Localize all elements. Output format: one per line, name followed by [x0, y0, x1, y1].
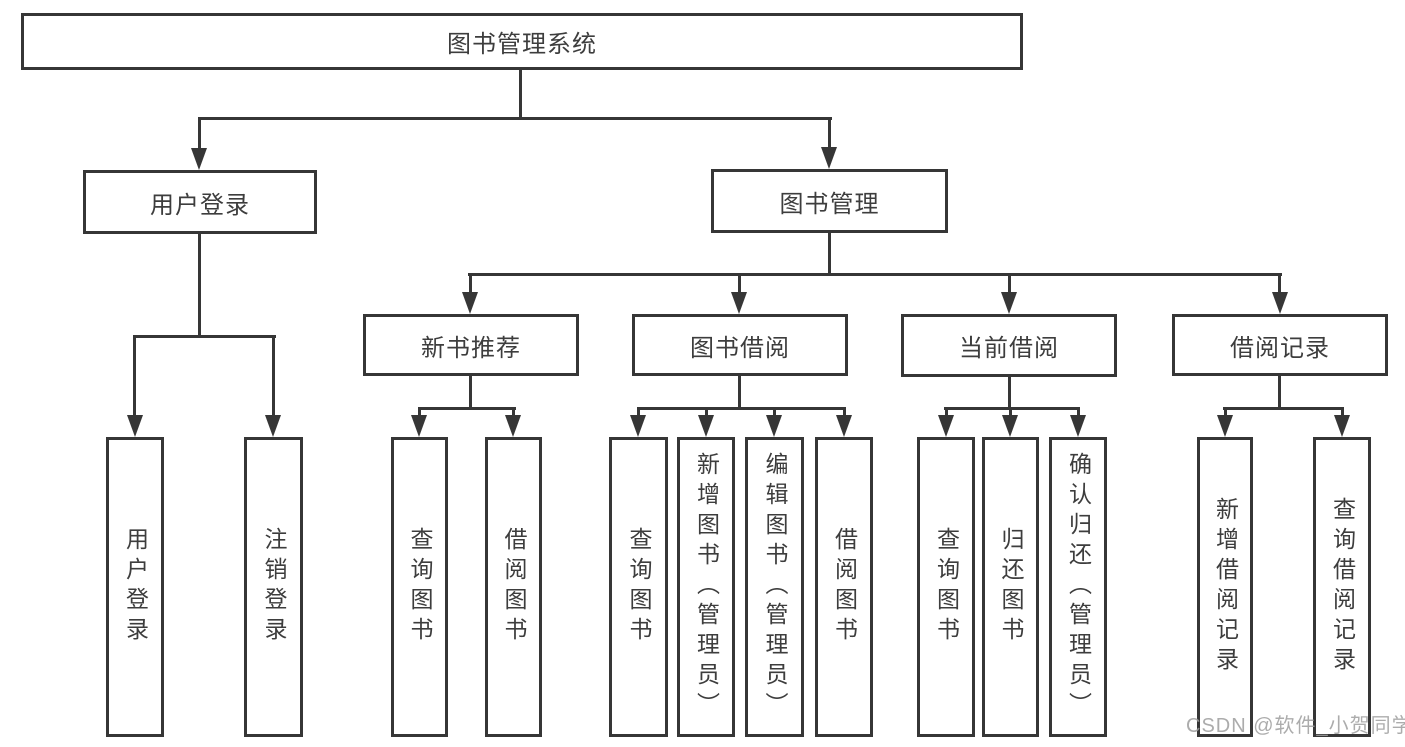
connector-drop-borrow-query	[637, 410, 640, 416]
connector-drop-current-confirm	[1077, 410, 1080, 416]
node-system-root-label: 图书管理系统	[447, 31, 597, 58]
connector-records-bar	[1223, 407, 1344, 410]
leaf-user-login-label: 用户登录	[122, 527, 149, 647]
connector-drop-new-books	[469, 276, 472, 292]
leaf-borrow-query-books-label: 查询图书	[626, 527, 652, 647]
leaf-records-query-borrow-record-label: 查询借阅记录	[1329, 497, 1356, 677]
connector-drop-borrow-add	[705, 410, 708, 416]
arrow-down-newrec-query	[411, 415, 427, 437]
node-book-management: 图书管理	[711, 169, 948, 233]
leaf-records-query-borrow-record: 查询借阅记录	[1313, 437, 1371, 737]
arrow-down-current-query	[938, 415, 954, 437]
connector-drop-current-borrow	[1008, 276, 1011, 292]
node-book-borrow-label: 图书借阅	[690, 334, 790, 362]
leaf-current-return-books-label: 归还图书	[998, 527, 1024, 647]
connector-drop-user-login	[198, 120, 201, 149]
node-book-borrow: 图书借阅	[632, 314, 848, 376]
connector-book-borrow-stem	[738, 376, 741, 407]
node-user-login-label: 用户登录	[150, 191, 250, 219]
connector-drop-records-query	[1341, 410, 1344, 416]
connector-root-stem	[519, 69, 522, 117]
connector-new-books-bar	[418, 407, 516, 410]
leaf-borrow-query-books: 查询图书	[609, 437, 668, 737]
leaf-borrow-borrow-books-label: 借阅图书	[831, 527, 858, 647]
arrow-down-borrow-edit	[766, 415, 782, 437]
leaf-logout-login: 注销登录	[244, 437, 303, 737]
leaf-newrec-query-books: 查询图书	[391, 437, 448, 737]
arrow-down-records-query	[1334, 415, 1350, 437]
leaf-records-add-borrow-record-label: 新增借阅记录	[1212, 497, 1239, 677]
connector-book-mgmt-stem	[828, 233, 831, 273]
arrow-down-borrow-records	[1272, 292, 1288, 314]
connector-records-stem	[1278, 376, 1281, 407]
leaf-current-return-books: 归还图书	[982, 437, 1039, 737]
arrow-down-leaf-logout	[265, 415, 281, 437]
connector-book-mgmt-bar	[468, 273, 1282, 276]
connector-drop-records-add	[1224, 410, 1227, 416]
connector-drop-current-query	[945, 410, 948, 416]
connector-root-bar	[198, 117, 832, 120]
connector-drop-book-borrow	[738, 276, 741, 292]
connector-current-stem	[1008, 377, 1011, 407]
leaf-current-confirm-return-admin: 确认归还（管理员）	[1049, 437, 1107, 737]
leaf-borrow-add-books-admin: 新增图书（管理员）	[677, 437, 735, 737]
node-user-login: 用户登录	[83, 170, 317, 234]
connector-drop-borrow-edit	[773, 410, 776, 416]
connector-user-login-bar	[133, 335, 276, 338]
leaf-current-query-books-label: 查询图书	[933, 527, 960, 647]
arrow-down-newrec-borrow	[505, 415, 521, 437]
leaf-newrec-borrow-books-label: 借阅图书	[501, 527, 527, 647]
connector-book-borrow-bar	[637, 407, 846, 410]
leaf-borrow-edit-books-admin-label: 编辑图书（管理员）	[762, 452, 788, 722]
leaf-logout-login-label: 注销登录	[261, 527, 287, 647]
node-new-book-recommend: 新书推荐	[363, 314, 579, 376]
arrow-down-user-login	[191, 148, 207, 170]
leaf-borrow-add-books-admin-label: 新增图书（管理员）	[693, 452, 720, 722]
leaf-newrec-borrow-books: 借阅图书	[485, 437, 542, 737]
leaf-current-confirm-return-admin-label: 确认归还（管理员）	[1065, 452, 1092, 722]
arrow-down-borrow-add	[698, 415, 714, 437]
leaf-borrow-edit-books-admin: 编辑图书（管理员）	[745, 437, 804, 737]
node-current-borrow: 当前借阅	[901, 314, 1117, 377]
connector-drop-borrow-borrow	[843, 410, 846, 416]
arrow-down-borrow-borrow	[836, 415, 852, 437]
arrow-down-current-return	[1002, 415, 1018, 437]
arrow-down-current-confirm	[1070, 415, 1086, 437]
leaf-user-login: 用户登录	[106, 437, 164, 737]
node-new-book-recommend-label: 新书推荐	[421, 334, 521, 362]
leaf-records-add-borrow-record: 新增借阅记录	[1197, 437, 1253, 737]
arrow-down-borrow-query	[630, 415, 646, 437]
arrow-down-leaf-user-login	[127, 415, 143, 437]
connector-drop-current-return	[1009, 410, 1012, 416]
connector-drop-newrec-query	[418, 410, 421, 416]
arrow-down-current-borrow	[1001, 292, 1017, 314]
arrow-down-book-mgmt	[821, 147, 837, 169]
connector-drop-book-mgmt	[828, 120, 831, 149]
node-borrow-records: 借阅记录	[1172, 314, 1388, 376]
connector-user-login-stem	[198, 234, 201, 338]
connector-current-bar	[944, 407, 1080, 410]
connector-drop-leaf-user-login	[133, 338, 136, 415]
leaf-current-query-books: 查询图书	[917, 437, 975, 737]
connector-drop-newrec-borrow	[512, 410, 515, 416]
connector-new-books-stem	[469, 376, 472, 407]
leaf-newrec-query-books-label: 查询图书	[407, 527, 433, 647]
leaf-borrow-borrow-books: 借阅图书	[815, 437, 873, 737]
arrow-down-records-add	[1217, 415, 1233, 437]
connector-drop-leaf-logout	[272, 338, 275, 415]
node-book-management-label: 图书管理	[779, 190, 880, 218]
connector-drop-borrow-records	[1278, 276, 1281, 292]
watermark: CSDN @软件_小贺同学	[1186, 715, 1405, 737]
arrow-down-new-books	[462, 292, 478, 314]
node-borrow-records-label: 借阅记录	[1230, 334, 1330, 362]
node-system-root: 图书管理系统	[21, 13, 1023, 70]
node-current-borrow-label: 当前借阅	[959, 335, 1059, 362]
arrow-down-book-borrow	[731, 292, 747, 314]
